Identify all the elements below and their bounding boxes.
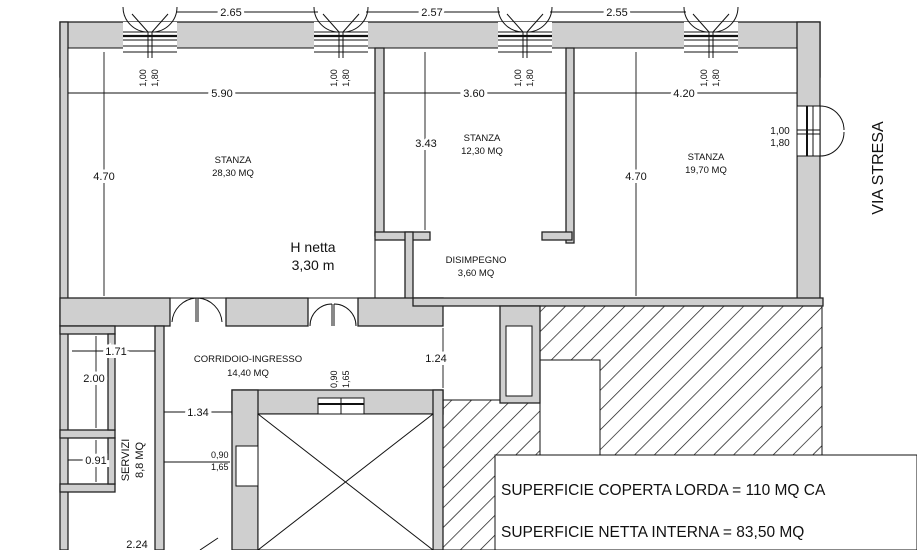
room-label-servizi: SERVIZI 8,8 MQ xyxy=(120,439,146,482)
window-1 xyxy=(121,5,179,60)
bath-wall-3 xyxy=(59,429,116,439)
dim-124: 1.24 xyxy=(425,353,446,365)
room-area-5: 14,40 MQ xyxy=(227,368,269,379)
street-name: VIA STRESA xyxy=(870,121,887,215)
svg-text:1,00: 1,00 xyxy=(699,69,709,87)
window-label-3: 1,00 1,80 xyxy=(513,69,535,87)
partition-wall-5 xyxy=(404,231,414,301)
svg-text:SERVIZI: SERVIZI xyxy=(120,439,132,482)
partition-wall-2 xyxy=(565,47,575,244)
svg-text:1,80: 1,80 xyxy=(711,69,721,87)
window-4 xyxy=(682,5,740,60)
dim-top-3: 2.55 xyxy=(606,7,627,19)
corridor-wall-2 xyxy=(225,297,309,327)
svg-text:0,90: 0,90 xyxy=(329,370,339,388)
dim-top-2: 2.57 xyxy=(421,7,442,19)
svg-text:1,65: 1,65 xyxy=(341,370,351,388)
window-label-1: 1,00 1,80 xyxy=(138,69,160,87)
summary-lorda: SUPERFICIE COPERTA LORDA = 110 MQ CA xyxy=(501,482,826,499)
bath-wall-5 xyxy=(107,333,116,431)
svg-text:1,80: 1,80 xyxy=(341,69,351,87)
dim-height-right: 4.70 xyxy=(625,171,646,183)
window-5 xyxy=(796,105,845,157)
window-3 xyxy=(496,5,554,60)
summary-netta: SUPERFICIE NETTA INTERNA = 83,50 MQ xyxy=(501,524,804,541)
room-name-3: STANZA xyxy=(688,152,725,163)
bath-wall xyxy=(154,325,165,550)
dim-width-3: 4.20 xyxy=(673,88,694,100)
svg-text:8,8 MQ: 8,8 MQ xyxy=(134,442,146,479)
room-area-2: 12,30 MQ xyxy=(461,146,503,157)
window-label-5b: 1,80 xyxy=(770,138,790,149)
svg-text:1,80: 1,80 xyxy=(525,69,535,87)
partition-wall-1 xyxy=(374,47,385,237)
stair-wall-right xyxy=(432,389,444,550)
dim-width-2: 3.60 xyxy=(463,88,484,100)
window-label-5a: 1,00 xyxy=(770,126,790,137)
dim-171: 1.71 xyxy=(105,346,126,358)
room-name-5: CORRIDOIO-INGRESSO xyxy=(194,354,302,365)
window-label-4: 1,00 1,80 xyxy=(699,69,721,87)
room-name-4: DISIMPEGNO xyxy=(446,255,507,266)
room-name-2: STANZA xyxy=(464,133,501,144)
dim-width-1: 5.90 xyxy=(211,88,232,100)
dim-top-1: 2.65 xyxy=(220,7,241,19)
dim-height-mid: 3.43 xyxy=(415,138,436,150)
room-area-3: 19,70 MQ xyxy=(685,165,727,176)
room-area-1: 28,30 MQ xyxy=(212,168,254,179)
svg-text:1,00: 1,00 xyxy=(138,69,148,87)
room-name-1: STANZA xyxy=(215,155,252,166)
dim-200: 2.00 xyxy=(83,373,104,385)
corridor-wall-1 xyxy=(59,297,171,327)
dim-134: 1.34 xyxy=(187,407,208,419)
h-netta-label: H netta xyxy=(290,239,335,255)
bath-wall-4 xyxy=(59,483,116,493)
door-room-1 xyxy=(171,297,223,323)
svg-text:1,00: 1,00 xyxy=(513,69,523,87)
bath-wall-2 xyxy=(59,325,116,335)
window-2 xyxy=(312,5,370,60)
partition-wall-3 xyxy=(374,231,431,241)
dim-091: 0.91 xyxy=(85,455,106,467)
door-corridor xyxy=(309,303,357,327)
outer-wall-right xyxy=(796,21,821,306)
h-netta-value: 3,30 m xyxy=(292,257,335,273)
svg-text:1,80: 1,80 xyxy=(150,69,160,87)
dim-lines xyxy=(68,11,797,482)
bath-wall-6 xyxy=(107,437,116,485)
partition-wall-4 xyxy=(541,231,573,241)
door-label-side-b: 1,65 xyxy=(211,462,229,472)
outer-wall-left xyxy=(59,21,69,550)
window-label-2: 1,00 1,80 xyxy=(329,69,351,87)
svg-text:1,00: 1,00 xyxy=(329,69,339,87)
dim-224: 2.24 xyxy=(126,539,147,550)
door-label-top: 0,90 1,65 xyxy=(329,370,351,388)
room-area-4: 3,60 MQ xyxy=(458,268,494,279)
corridor-wall-4 xyxy=(412,297,824,307)
door-label-side-a: 0,90 xyxy=(211,450,229,460)
dim-height-left: 4.70 xyxy=(93,171,114,183)
